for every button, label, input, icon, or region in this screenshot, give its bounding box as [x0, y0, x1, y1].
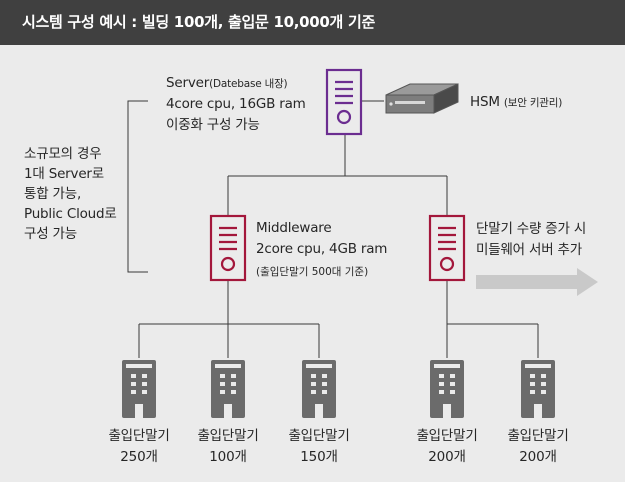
terminal-label: 출입단말기 250개 — [94, 426, 184, 468]
terminal-label: 출입단말기 200개 — [402, 426, 492, 468]
terminal-count: 250개 — [120, 449, 158, 465]
middleware-name: Middleware — [256, 220, 332, 236]
terminal-label: 출입단말기 150개 — [274, 426, 364, 468]
side-note-line-4: Public Cloud로 — [24, 206, 117, 222]
server-redundancy: 이중화 구성 가능 — [166, 117, 260, 133]
building-icon — [521, 360, 555, 418]
terminal-label: 출입단말기 100개 — [183, 426, 273, 468]
terminal-count: 150개 — [300, 449, 338, 465]
title-bar: 시스템 구성 예시 : 빌딩 100개, 출입문 10,000개 기준 — [0, 0, 625, 45]
terminal-count: 200개 — [519, 449, 557, 465]
middleware-server-icon-extra — [428, 214, 466, 282]
side-note-line-2: 1대 Server로 — [24, 166, 104, 182]
server-spec: 4core cpu, 16GB ram — [166, 96, 306, 112]
side-note-line-3: 통합 가능, — [24, 186, 82, 202]
server-name: Server — [166, 75, 210, 91]
building-icon — [302, 360, 336, 418]
terminal-count: 200개 — [428, 449, 466, 465]
building-icon — [122, 360, 156, 418]
hsm-note: (보안 키관리) — [503, 97, 563, 109]
server-icon — [325, 68, 363, 136]
arrow-right-icon — [476, 268, 598, 296]
middleware-capacity: (출입단말기 500대 기준) — [256, 266, 369, 278]
expansion-line-1: 단말기 수량 증가 시 — [476, 221, 587, 237]
terminal-name: 출입단말기 — [197, 428, 259, 444]
side-note-line-1: 소규모의 경우 — [24, 146, 102, 162]
side-note-line-5: 구성 가능 — [24, 226, 77, 242]
server-name-line: Server(Datebase 내장) — [166, 73, 288, 94]
hsm-appliance-icon — [385, 83, 459, 114]
terminal-count: 100개 — [209, 449, 247, 465]
building-icon — [211, 360, 245, 418]
middleware-spec: 2core cpu, 4GB ram — [256, 241, 388, 257]
terminal-name: 출입단말기 — [108, 428, 170, 444]
middleware-server-icon — [209, 214, 247, 282]
terminal-name: 출입단말기 — [416, 428, 478, 444]
page-title: 시스템 구성 예시 : 빌딩 100개, 출입문 10,000개 기준 — [22, 13, 375, 31]
expansion-line-2: 미들웨어 서버 추가 — [476, 242, 582, 258]
hsm-label: HSM — [470, 94, 500, 110]
side-bracket — [127, 100, 148, 273]
hsm-label-line: HSM (보안 키관리) — [470, 92, 562, 113]
terminal-name: 출입단말기 — [288, 428, 350, 444]
server-name-note: (Datebase 내장) — [209, 78, 288, 90]
terminal-label: 출입단말기 200개 — [493, 426, 583, 468]
terminal-name: 출입단말기 — [507, 428, 569, 444]
connector-lines — [127, 100, 539, 358]
building-icon — [430, 360, 464, 418]
